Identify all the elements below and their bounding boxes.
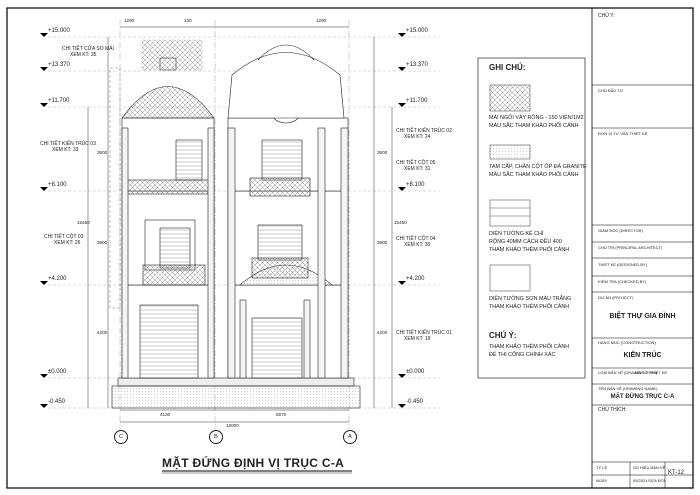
level-11700-right: +11.700 bbox=[406, 98, 428, 104]
tb-ngay-label: NGÀY bbox=[596, 478, 608, 483]
dim-right-4: 15450 bbox=[394, 220, 407, 225]
tb-loai-label: LOẠI BẢN VẼ (DRAWING TYPE) bbox=[598, 370, 658, 375]
tb-don-vi: ĐƠN VỊ TƯ VẤN THIẾT KẾ bbox=[598, 131, 648, 136]
tb-so-lan: SỬA ĐỔI bbox=[648, 478, 665, 483]
axis-b: B bbox=[209, 430, 223, 444]
level-neg450-right: -0.450 bbox=[406, 399, 424, 405]
dim-top-3: 1290 bbox=[316, 18, 327, 23]
legend-item-granite: TAM CẤP, CHÂN CỘT ỐP ĐÁ GRANITE MÀU SẮC … bbox=[489, 164, 587, 178]
callout-title: CHI TIẾT CỘT 05 bbox=[396, 160, 436, 166]
drawing-title: MẶT ĐỨNG ĐỊNH VỊ TRỤC C-A bbox=[162, 456, 345, 470]
sheet-border bbox=[6, 7, 694, 489]
level-4200-right: +4.200 bbox=[406, 276, 425, 282]
dim-right-2: 3900 bbox=[377, 240, 388, 245]
axis-a: A bbox=[343, 430, 357, 444]
callout-ref: XEM KT: 30 bbox=[404, 242, 431, 248]
dim-left-2: 3900 bbox=[97, 240, 108, 245]
tb-loai: HỒ SƠ THIẾT KẾ bbox=[635, 370, 668, 375]
tb-chu-thich: CHỦ THÍCH: bbox=[598, 407, 627, 413]
tb-hang-muc-label: HẠNG MỤC (CONSTRUCTION) bbox=[598, 340, 656, 345]
level-8100-left: +8.100 bbox=[48, 182, 67, 188]
legend-heading: GHI CHÚ: bbox=[489, 63, 526, 72]
level-13370-right: +13.370 bbox=[406, 62, 428, 68]
legend-note-heading: CHÚ Ý: bbox=[489, 331, 517, 340]
tb-so-hieu-label: SỐ HIỆU BẢN VẼ bbox=[633, 465, 666, 470]
callout-ref: XEM KT: 24 bbox=[404, 134, 431, 140]
callout-title: CHI TIẾT KIẾN TRÚC 01 bbox=[396, 330, 452, 336]
callout-ref: XEM KT: 19 bbox=[404, 336, 431, 342]
tb-kiem-tra: KIỂM TRA (CHECKED BY) bbox=[598, 279, 647, 284]
tb-du-an-label: DỰ ÁN (PROJECT) bbox=[598, 295, 634, 300]
callout-title: CHI TIẾT KIẾN TRÚC 03 bbox=[40, 141, 96, 147]
axis-c: C bbox=[114, 430, 128, 444]
dim-top-1: 1290 bbox=[124, 18, 135, 23]
tb-hang-muc: KIẾN TRÚC bbox=[623, 352, 662, 359]
level-13370-left: +13.370 bbox=[48, 62, 70, 68]
callout-ref: XEM KT: 33 bbox=[52, 147, 79, 153]
callout-ref: XEM KT: 35 bbox=[70, 52, 97, 58]
dim-right-1: 3600 bbox=[377, 150, 388, 155]
legend-swatch-roof bbox=[489, 84, 531, 112]
level-8100-right: +8.100 bbox=[406, 182, 425, 188]
tb-chu-y: CHỦ Ý: bbox=[598, 13, 615, 19]
dim-total: 10000 bbox=[226, 423, 239, 428]
level-4200-left: +4.200 bbox=[48, 276, 67, 282]
legend-item-lines: DIỆN TƯỜNG KẺ CHỈ RỘNG 40MM CÁCH ĐỀU 400… bbox=[489, 231, 570, 253]
tb-ten-label: TÊN BẢN VẼ (DRAWING NAME) bbox=[598, 386, 658, 391]
level-0-left: ±0.000 bbox=[48, 369, 67, 375]
callout-title: CHI TIẾT CỘT 04 bbox=[396, 236, 436, 242]
callout-title: CHI TIẾT CỘT 03 bbox=[44, 234, 84, 240]
legend-frame bbox=[477, 57, 586, 379]
tb-du-an: BIỆT THỰ GIA ĐÌNH bbox=[609, 313, 676, 320]
tb-thiet-ke: THIẾT KẾ (DESIGNED BY) bbox=[598, 262, 648, 267]
legend-item-roof: MÁI NGÓI VẢY RỒNG - 150 VIÊN/1M2 MÀU SẮC… bbox=[489, 115, 584, 129]
tb-ngay: 05/2021 bbox=[633, 478, 648, 483]
level-15000-right: +15.000 bbox=[406, 28, 428, 34]
callout-title: CHI TIẾT CỬA SỔ MÁI bbox=[62, 46, 114, 52]
dim-bottom-2: 5870 bbox=[276, 412, 287, 417]
legend-note-text: THAM KHẢO THÊM PHỐI CẢNH ĐỂ THI CÔNG CHÍ… bbox=[489, 344, 570, 358]
tb-ty-le: TỶ LỆ bbox=[596, 465, 608, 470]
legend-swatch-granite bbox=[489, 144, 531, 160]
tb-chu-dau-tu: CHỦ ĐẦU TƯ bbox=[598, 88, 624, 93]
dim-bottom-1: 4130 bbox=[160, 412, 171, 417]
dim-left-1: 3600 bbox=[97, 150, 108, 155]
tb-ten: MẶT ĐỨNG TRỤC C-A bbox=[610, 394, 675, 400]
legend-item-white: DIỆN TƯỜNG SƠN MÀU TRẮNG THAM KHẢO THÊM … bbox=[489, 296, 572, 310]
legend-swatch-lines bbox=[489, 199, 531, 227]
level-11700-left: +11.700 bbox=[48, 98, 70, 104]
level-neg450-left: -0.450 bbox=[48, 399, 66, 405]
level-0-right: ±0.000 bbox=[406, 369, 425, 375]
dim-top-2: 130 bbox=[184, 18, 192, 23]
legend-swatch-white bbox=[489, 264, 531, 292]
callout-ref: XEM KT: 26 bbox=[54, 240, 81, 246]
dim-left-4: 15450 bbox=[77, 220, 90, 225]
dim-right-3: 4200 bbox=[377, 330, 388, 335]
dim-left-3: 4200 bbox=[97, 330, 108, 335]
tb-giam-doc: GIÁM ĐỐC (DIRECTOR) bbox=[598, 228, 643, 233]
level-15000-left: +15.000 bbox=[48, 28, 70, 34]
tb-chu-tri: CHỦ TRÌ (PRINCIPAL ARCHITECT) bbox=[598, 245, 663, 250]
callout-ref: XEM KT: 31 bbox=[404, 166, 431, 172]
tb-so-hieu: KT-12 bbox=[668, 470, 685, 476]
callout-title: CHI TIẾT KIẾN TRÚC 02 bbox=[396, 128, 452, 134]
